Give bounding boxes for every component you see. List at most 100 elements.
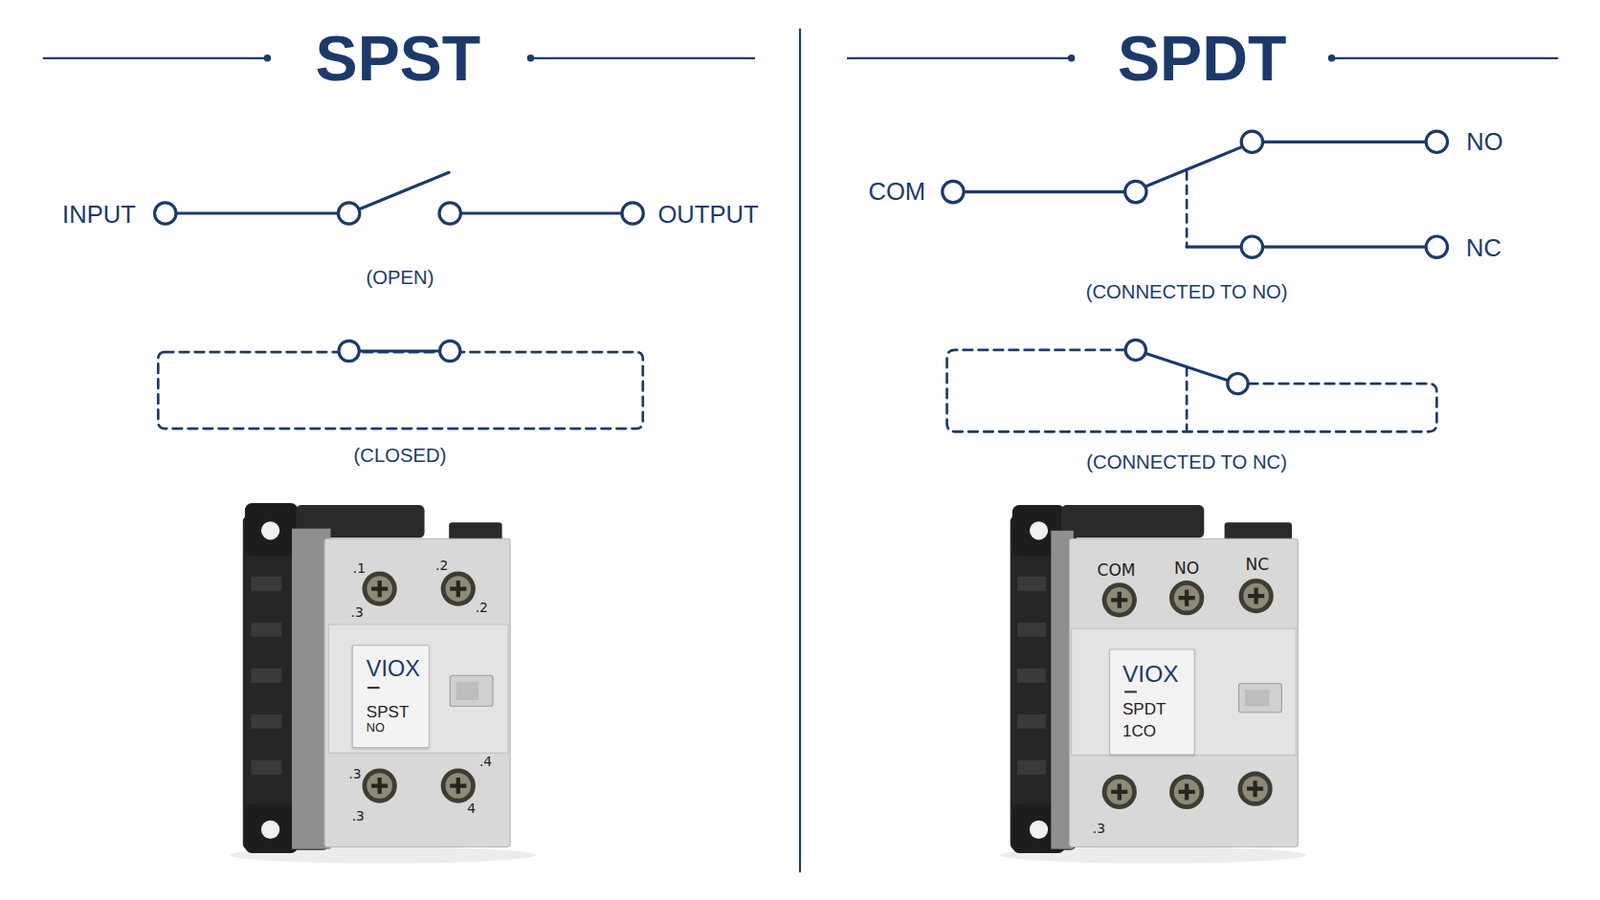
terminal-marking: COM — [1097, 562, 1136, 579]
terminal-circle — [1425, 131, 1447, 153]
terminal-marking: .3 — [352, 810, 365, 824]
terminal-circle — [1241, 131, 1263, 153]
terminal-circle — [155, 202, 177, 224]
rib — [1017, 622, 1046, 638]
terminal-circle — [942, 180, 964, 202]
mounting-hole — [1029, 821, 1048, 840]
wire — [1263, 140, 1426, 144]
terminal-marking: .3 — [348, 767, 361, 781]
wire — [964, 190, 1126, 194]
title-rule — [1332, 57, 1559, 60]
terminal-marking: NC — [1244, 557, 1269, 575]
terminal-circle — [440, 340, 461, 361]
rule-dot — [527, 54, 534, 62]
rib — [1017, 760, 1046, 776]
terminal-screw — [1102, 582, 1137, 618]
terminal-circle — [338, 340, 359, 361]
plate-text: SPST — [366, 704, 410, 721]
spdt-contactor — [1000, 505, 1307, 864]
terminal-circle — [1125, 180, 1147, 202]
front-face — [324, 538, 511, 847]
front-face — [1069, 538, 1299, 847]
rib — [1017, 577, 1046, 592]
dashed-link — [1185, 171, 1189, 247]
terminal-label: OUTPUT — [657, 201, 758, 227]
indicator-flag — [1244, 689, 1270, 707]
plate-text: NO — [366, 721, 385, 734]
terminal-marking: .2 — [475, 600, 489, 615]
state-caption: (CONNECTED TO NC) — [1086, 452, 1288, 472]
rib — [1017, 668, 1046, 684]
spst-terminals — [155, 202, 645, 362]
terminal-label: INPUT — [62, 201, 136, 227]
indicator-window — [449, 675, 493, 707]
rib — [1017, 714, 1046, 730]
dashed-link — [1185, 367, 1189, 431]
terminal-marking: 4 — [466, 801, 476, 816]
indicator-window — [1239, 684, 1283, 713]
terminal-screw — [441, 571, 476, 606]
dashed-loop — [947, 350, 1438, 432]
label-plate: VIOXSPDT1CO — [1109, 649, 1196, 756]
panel-title: SPST — [315, 27, 482, 91]
terminal-marking: .3 — [351, 605, 364, 620]
mounting-ear — [244, 503, 298, 556]
spst-schematic — [157, 172, 644, 429]
mounting-hole — [1029, 521, 1048, 540]
cover-panel — [1071, 628, 1297, 756]
plate-text: VIOX — [1122, 663, 1179, 688]
terminal-circle — [337, 202, 359, 224]
terminal-marking: .2 — [435, 558, 448, 573]
title-rule — [846, 57, 1072, 60]
title-rule — [43, 57, 268, 60]
title-rules — [43, 28, 1559, 873]
dashed-loop — [157, 352, 644, 429]
state-caption: (CLOSED) — [354, 445, 447, 466]
rule-dot — [1328, 54, 1335, 62]
terminal-screw — [1169, 775, 1204, 810]
terminal-circle — [622, 202, 644, 224]
label-plate: VIOX SPSTNO — [352, 644, 430, 749]
terminal-marking: .3 — [1092, 822, 1106, 836]
terminal-marking: .4 — [479, 755, 492, 769]
housing-ribs — [250, 577, 282, 776]
rib — [250, 668, 282, 684]
terminal-screw — [1239, 578, 1274, 614]
terminal-circle — [439, 202, 461, 224]
switch-blade — [1144, 147, 1242, 188]
title-rule — [530, 57, 756, 60]
terminal-marking: .1 — [353, 561, 366, 576]
terminal-screw — [441, 768, 476, 803]
terminal-screw — [1237, 772, 1272, 807]
terminal-label: NO — [1466, 129, 1503, 155]
rib — [250, 622, 282, 638]
terminal-label: NC — [1466, 235, 1502, 261]
plate-text: 1CO — [1122, 723, 1156, 740]
rule-dot — [264, 54, 271, 62]
mounting-hole — [261, 821, 280, 840]
indicator-flag — [456, 682, 479, 701]
wire — [1186, 245, 1242, 249]
housing-top — [1061, 505, 1204, 538]
terminal-circle — [1227, 373, 1248, 394]
rule-dot — [1067, 54, 1075, 62]
panel-divider — [799, 28, 801, 873]
plate-text: VIOX — [366, 658, 421, 681]
mounting-ear — [244, 804, 298, 854]
rib — [250, 760, 282, 776]
panel-title: SPDT — [1117, 27, 1287, 91]
housing — [1010, 515, 1077, 851]
mounting-hole — [261, 521, 280, 540]
terminal-circle — [1125, 339, 1146, 360]
state-caption: (OPEN) — [366, 267, 435, 288]
switch-blade — [349, 349, 451, 353]
terminal-circle — [1241, 236, 1263, 258]
contactor-face: COMNONC.3VIOXSPDT1CO — [1069, 535, 1299, 847]
state-caption: (CONNECTED TO NO) — [1086, 282, 1289, 302]
contactor-face: .1 .2 .3 .2 .3 .4 .3 4 VIOX SPSTNO — [324, 540, 511, 847]
terminal-circle — [1425, 236, 1447, 258]
wire — [460, 211, 623, 215]
switch-blade — [358, 172, 449, 209]
